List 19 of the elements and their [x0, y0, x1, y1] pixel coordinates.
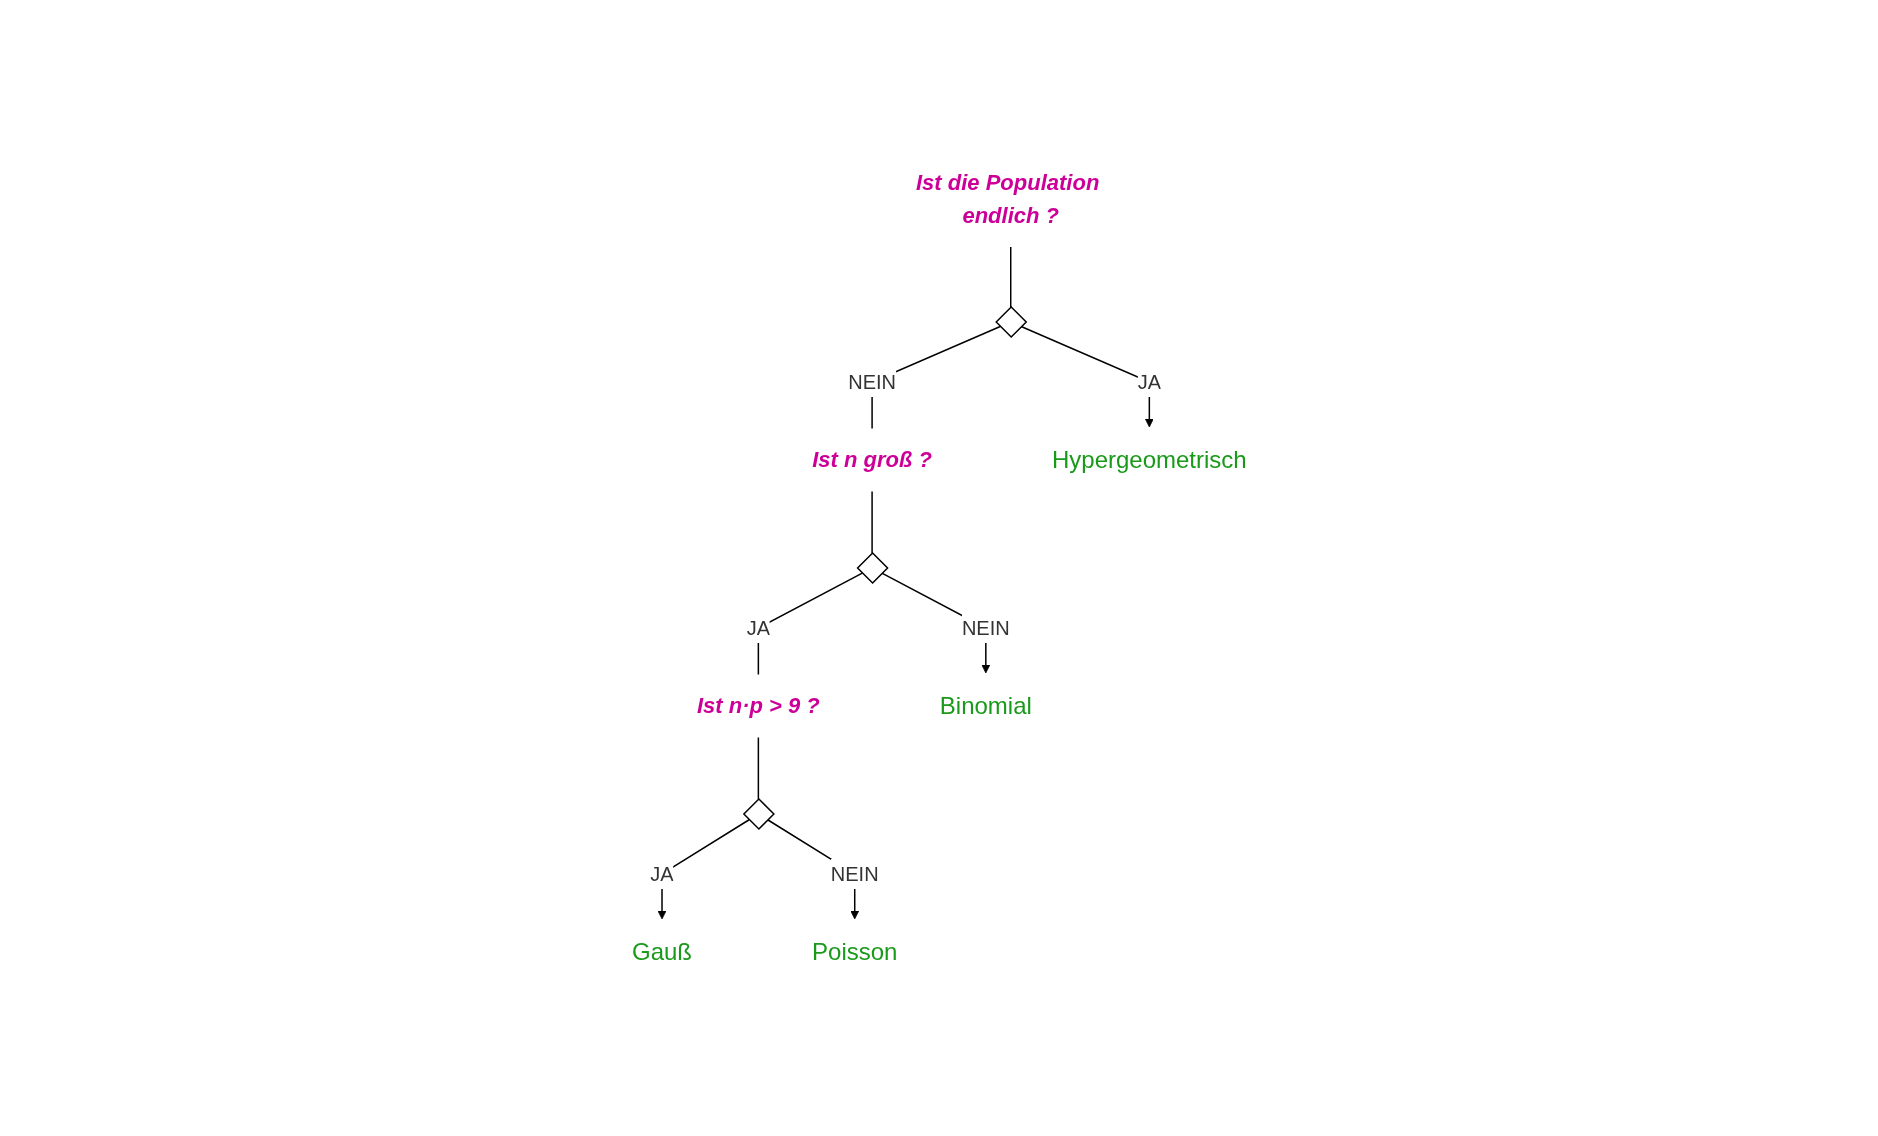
edge-label: NEIN — [847, 371, 896, 393]
node-text: Hypergeometrisch — [1051, 445, 1247, 473]
edge-label: JA — [1137, 371, 1161, 393]
node-diamond — [742, 797, 775, 831]
edge-label: JA — [746, 616, 770, 639]
connector — [1009, 246, 1012, 308]
connector — [871, 490, 873, 554]
node-diamond — [994, 305, 1027, 339]
node-text: Gauß — [631, 937, 692, 965]
connector — [757, 736, 759, 800]
node-text: Ist n·p > 9 ? — [696, 693, 820, 719]
edge-label: NEIN — [961, 616, 1010, 639]
node-text: Ist n groß ? — [811, 447, 932, 473]
node-text: Ist die Population endlich ? — [915, 170, 1099, 228]
edge-label: NEIN — [830, 862, 879, 885]
node-text: Binomial — [939, 691, 1032, 719]
node-diamond — [856, 551, 889, 585]
edge-label: JA — [649, 862, 674, 885]
node-text: Poisson — [811, 937, 898, 965]
